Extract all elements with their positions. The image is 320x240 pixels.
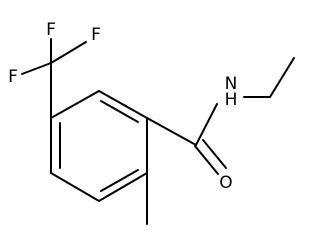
ring-to-carbonyl-bond (146, 117, 197, 146)
ring-double-bond-inner (100, 100, 139, 123)
molecule-structure: F F F N H O (8, 20, 295, 225)
carbonyl-double-bond (202, 139, 227, 169)
nitrogen-label: N (225, 74, 238, 94)
ring-bond (50, 172, 100, 202)
ring-bond (98, 172, 148, 202)
ring-double-bond-inner (100, 169, 139, 192)
fluorine-label-right: F (91, 25, 101, 45)
nitrogen-hydrogen-label: H (225, 90, 238, 110)
ethyl-bond (269, 57, 295, 98)
carbonyl-double-bond (194, 145, 219, 175)
benzene-ring (50, 90, 148, 202)
amide-group: N H O (146, 57, 295, 193)
oxygen-label: O (219, 173, 232, 193)
ring-bond (98, 90, 148, 119)
c-f-bond (21, 62, 52, 75)
ring-bond (50, 90, 100, 119)
carbonyl-to-nitrogen-bond (195, 103, 218, 146)
fluorine-label-left: F (8, 67, 18, 87)
c-f-bond (50, 41, 87, 64)
fluorine-label-top: F (46, 20, 56, 40)
trifluoromethyl-group: F F F (8, 20, 101, 119)
